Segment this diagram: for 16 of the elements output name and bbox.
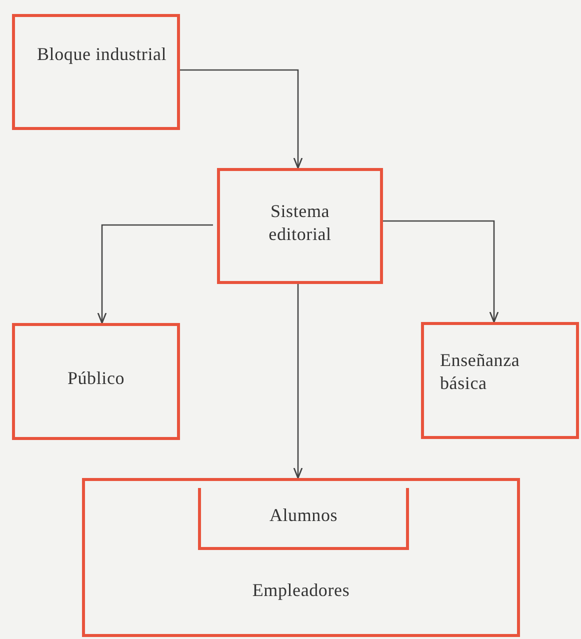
box-label: Enseñanza básica: [440, 349, 521, 396]
box-label: Empleadores: [252, 579, 350, 602]
box-label: Público: [67, 366, 125, 390]
process-box: [12, 323, 180, 440]
process-box: [421, 322, 579, 439]
arrow: [180, 69, 303, 169]
process-box: [12, 14, 180, 130]
process-box: [198, 488, 409, 550]
box-label: Bloque industrial: [37, 43, 167, 66]
arrow: [97, 224, 213, 324]
arrow: [293, 284, 303, 479]
box-label: Sistema editorial: [268, 200, 332, 246]
arrow: [383, 220, 499, 323]
process-box: [217, 168, 383, 284]
process-box: [82, 478, 520, 637]
box-label: Alumnos: [269, 504, 338, 527]
